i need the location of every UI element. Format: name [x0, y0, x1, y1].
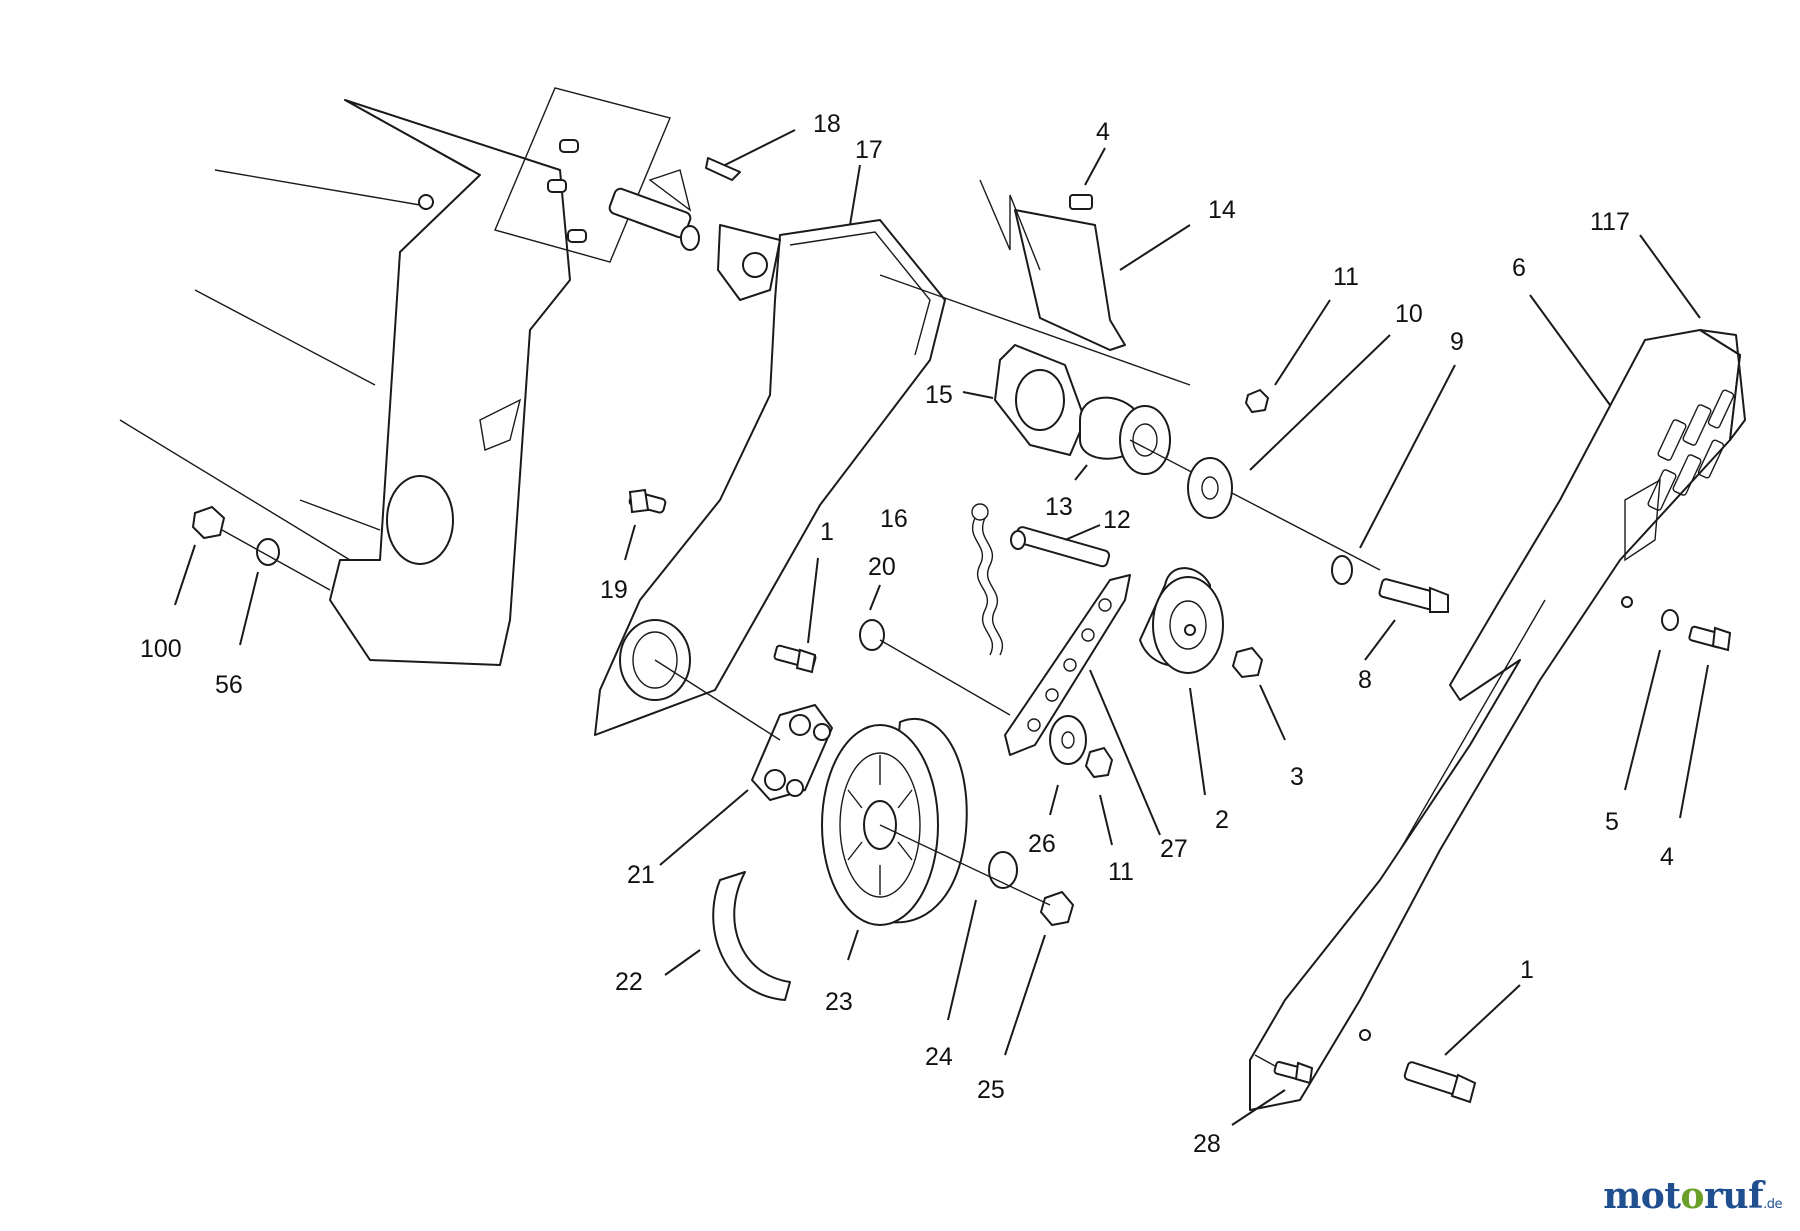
bearing	[1079, 396, 1171, 475]
callout-24: 24	[925, 1043, 953, 1071]
drive-shaft-assembly	[494, 87, 741, 263]
belt-cover	[1249, 329, 1746, 1111]
chain-case	[594, 219, 946, 736]
bolt-8	[1378, 578, 1449, 613]
watermark-part1: mot	[1603, 1175, 1681, 1217]
drive-belt	[712, 871, 791, 1001]
callout-14: 14	[1208, 196, 1236, 224]
callout-3: 3	[1290, 763, 1304, 791]
callout-25: 25	[977, 1076, 1005, 1104]
callout-56: 56	[215, 671, 243, 699]
nut-25	[1039, 890, 1075, 927]
nut-11-top	[1244, 388, 1270, 414]
washer-9	[1331, 555, 1353, 585]
idler-arm	[1004, 574, 1131, 756]
watermark-logo: motoruf.de	[1603, 1175, 1782, 1217]
callout-8: 8	[1358, 666, 1372, 694]
callout-20: 20	[868, 553, 896, 581]
leader-lines	[174, 129, 1709, 1126]
callout-19: 19	[600, 576, 628, 604]
washer-26	[1049, 715, 1087, 765]
idler-shaft	[1010, 526, 1111, 568]
callout-27: 27	[1160, 835, 1188, 863]
callout-17: 17	[855, 136, 883, 164]
spring-bracket	[979, 179, 1126, 351]
watermark-tld: .de	[1763, 1197, 1782, 1212]
watermark-part2: o	[1680, 1175, 1704, 1217]
bolt-19	[628, 488, 667, 514]
callout-11: 11	[1108, 858, 1134, 886]
callout-9: 9	[1450, 328, 1464, 356]
callout-15: 15	[925, 381, 953, 409]
callout-100: 100	[140, 635, 182, 663]
callout-28: 28	[1193, 1130, 1221, 1158]
callout-4: 4	[1096, 118, 1110, 146]
callout-26: 26	[1028, 830, 1056, 858]
drive-pulley	[821, 717, 968, 926]
callout-22: 22	[615, 968, 643, 996]
bolt-4-right	[1688, 625, 1732, 652]
auger-housing	[119, 99, 571, 666]
callout-5: 5	[1605, 808, 1619, 836]
callout-11: 11	[1333, 263, 1359, 291]
callout-6: 6	[1512, 254, 1526, 282]
callout-1: 1	[820, 518, 834, 546]
callout-1: 1	[1520, 956, 1534, 984]
bolt-28	[1254, 1054, 1314, 1085]
idler-pulley	[1139, 567, 1224, 674]
callout-4: 4	[1660, 843, 1674, 871]
bearing-flange	[994, 344, 1086, 456]
nut-11-lower	[1084, 746, 1114, 779]
drive-coupling	[751, 704, 833, 801]
callout-labels: 18 17 4 14 117 11 6 10 9 15 13 16 12 1 2…	[140, 110, 1674, 1158]
callout-117: 117	[1590, 208, 1630, 236]
bolt-1-right	[1403, 1061, 1477, 1104]
nut-3	[1231, 646, 1264, 679]
washer-10	[1187, 457, 1233, 519]
callout-16: 16	[880, 505, 908, 533]
watermark-part3: ruf	[1703, 1175, 1764, 1217]
callout-10: 10	[1395, 300, 1423, 328]
callout-13: 13	[1045, 493, 1073, 521]
washer-20	[859, 619, 885, 651]
callout-21: 21	[627, 861, 655, 889]
nut-100	[191, 505, 226, 540]
callout-12: 12	[1103, 506, 1131, 534]
callout-18: 18	[813, 110, 841, 138]
callout-2: 2	[1215, 806, 1229, 834]
callout-23: 23	[825, 988, 853, 1016]
bolt-1-left	[773, 644, 817, 674]
extension-spring	[971, 503, 1003, 656]
washer-5	[1661, 609, 1679, 631]
